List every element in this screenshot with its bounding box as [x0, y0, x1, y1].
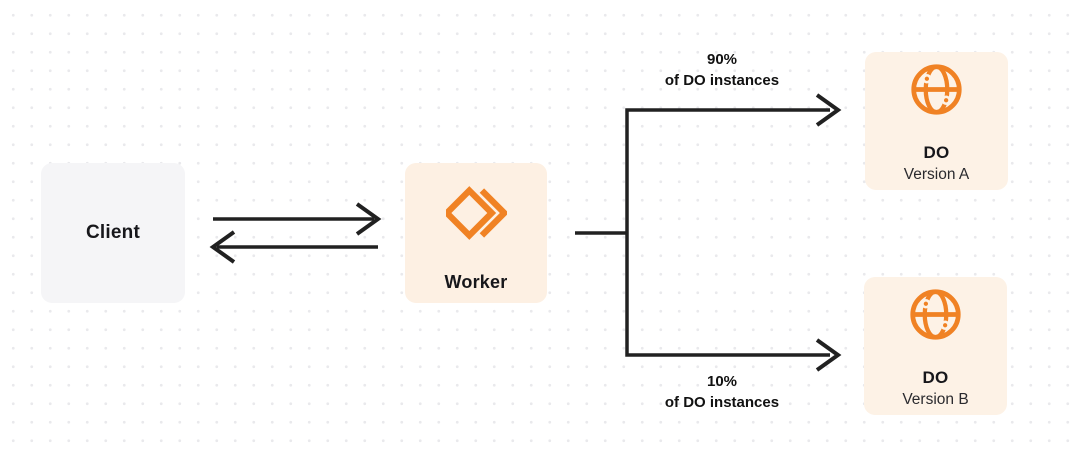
do-a-title: DO	[923, 143, 950, 162]
arrow-left-head-icon	[209, 230, 236, 264]
node-do-version-b: DO Version B	[864, 277, 1007, 415]
edge-label-percent: 90%	[706, 51, 738, 68]
do-a-subtitle: Version A	[903, 166, 970, 183]
worker-label: Worker	[444, 272, 508, 292]
node-worker: Worker	[405, 163, 547, 303]
node-client: Client	[41, 163, 185, 303]
globe-icon	[909, 62, 964, 122]
arrow-to-version-a-head-icon	[815, 93, 842, 127]
do-b-title: DO	[922, 368, 949, 387]
edge-label-caption: of DO instances	[664, 394, 780, 411]
workers-icon	[441, 184, 509, 247]
edge-label-percent: 10%	[706, 373, 738, 390]
arrow-to-version-b-head-icon	[815, 338, 842, 372]
client-label: Client	[86, 222, 140, 243]
edge-label-90-percent: 90% of DO instances	[622, 49, 822, 91]
edge-label-caption: of DO instances	[664, 72, 780, 89]
globe-icon	[908, 287, 963, 347]
node-do-version-a: DO Version A	[865, 52, 1008, 190]
branch-split-line	[625, 108, 830, 357]
edge-label-10-percent: 10% of DO instances	[622, 371, 822, 413]
arrow-right-head-icon	[355, 202, 382, 236]
do-b-subtitle: Version B	[902, 391, 969, 408]
